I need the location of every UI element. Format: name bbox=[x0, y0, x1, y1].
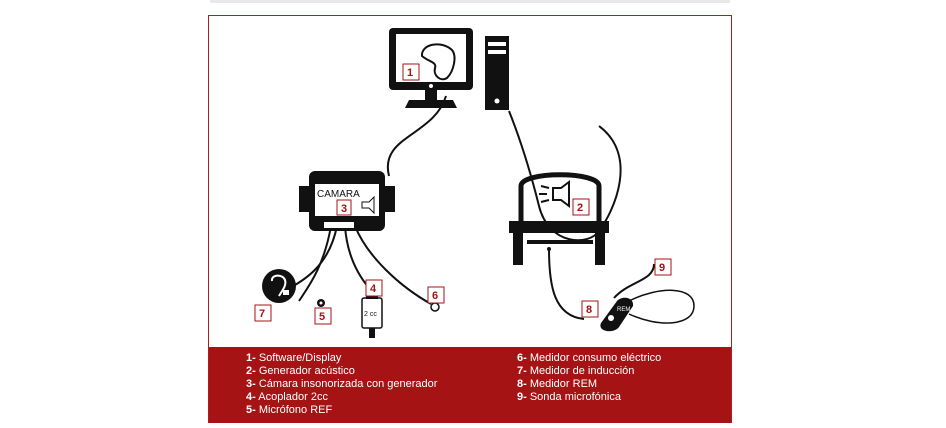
cable-coupler bbox=[344, 225, 370, 289]
cable-power-meter bbox=[354, 225, 432, 305]
legend-item: 6- Medidor consumo eléctrico bbox=[517, 352, 661, 365]
rem-text: REM bbox=[617, 307, 630, 313]
legend-right-column: 6- Medidor consumo eléctrico 7- Medidor … bbox=[517, 352, 661, 404]
legend-number: 2- bbox=[246, 365, 256, 377]
legend-number: 8- bbox=[517, 378, 527, 390]
legend-number: 6- bbox=[517, 352, 527, 364]
diagram-frame: 1 2 CAMARA 3 bbox=[208, 15, 732, 423]
legend-item: 2- Generador acústico bbox=[246, 365, 437, 378]
legend-number: 1- bbox=[246, 352, 256, 364]
coupler-text: 2 cc bbox=[364, 311, 377, 318]
legend-item: 4- Acoplador 2cc bbox=[246, 391, 437, 404]
label-9: 9 bbox=[659, 262, 665, 274]
legend-number: 4- bbox=[246, 391, 256, 403]
cable-probe bbox=[613, 263, 655, 299]
label-6: 6 bbox=[432, 290, 438, 302]
label-7: 7 bbox=[259, 308, 265, 320]
legend-number: 3- bbox=[246, 378, 256, 390]
pc-tower-icon bbox=[485, 36, 509, 110]
legend-item: 5- Micrófono REF bbox=[246, 404, 437, 417]
label-1: 1 bbox=[407, 67, 413, 79]
power-meter-icon bbox=[430, 302, 440, 312]
legend-text: Software/Display bbox=[258, 352, 342, 364]
camera-text: CAMARA bbox=[317, 189, 360, 200]
cable-ref-mic bbox=[298, 225, 332, 302]
legend-number: 5- bbox=[246, 404, 256, 416]
legend-left-column: 1- Software/Display 2- Generador acústic… bbox=[246, 352, 437, 417]
legend-text: Acoplador 2cc bbox=[258, 391, 328, 403]
label-3: 3 bbox=[341, 203, 347, 215]
legend-item: 8- Medidor REM bbox=[517, 378, 661, 391]
top-separator bbox=[210, 0, 730, 3]
label-2: 2 bbox=[577, 202, 583, 214]
label-4: 4 bbox=[370, 283, 377, 295]
acoustic-generator-icon bbox=[509, 172, 609, 265]
legend-text: Micrófono REF bbox=[258, 404, 333, 416]
legend-panel: 1- Software/Display 2- Generador acústic… bbox=[209, 347, 731, 423]
legend-text: Medidor consumo eléctrico bbox=[529, 352, 662, 364]
equipment-diagram: 1 2 CAMARA 3 bbox=[254, 28, 695, 338]
label-8: 8 bbox=[586, 304, 592, 316]
hearing-aid-icon bbox=[421, 43, 456, 81]
legend-item: 3- Cámara insonorizada con generador bbox=[246, 378, 437, 391]
legend-text: Medidor de inducción bbox=[529, 365, 635, 377]
legend-item: 1- Software/Display bbox=[246, 352, 437, 365]
monitor-icon bbox=[389, 28, 473, 108]
legend-text: Medidor REM bbox=[529, 378, 598, 390]
legend-text: Cámara insonorizada con generador bbox=[258, 378, 438, 390]
legend-item: 9- Sonda microfónica bbox=[517, 391, 661, 404]
legend-text: Sonda microfónica bbox=[529, 391, 621, 403]
legend-text: Generador acústico bbox=[258, 365, 355, 377]
legend-number: 7- bbox=[517, 365, 527, 377]
label-5: 5 bbox=[319, 311, 325, 323]
rem-meter-icon bbox=[600, 289, 695, 332]
ref-microphone-icon bbox=[317, 299, 325, 307]
induction-meter-icon bbox=[262, 269, 296, 303]
legend-item: 7- Medidor de inducción bbox=[517, 365, 661, 378]
legend-number: 9- bbox=[517, 391, 527, 403]
cable-generator-to-rem bbox=[548, 248, 585, 320]
